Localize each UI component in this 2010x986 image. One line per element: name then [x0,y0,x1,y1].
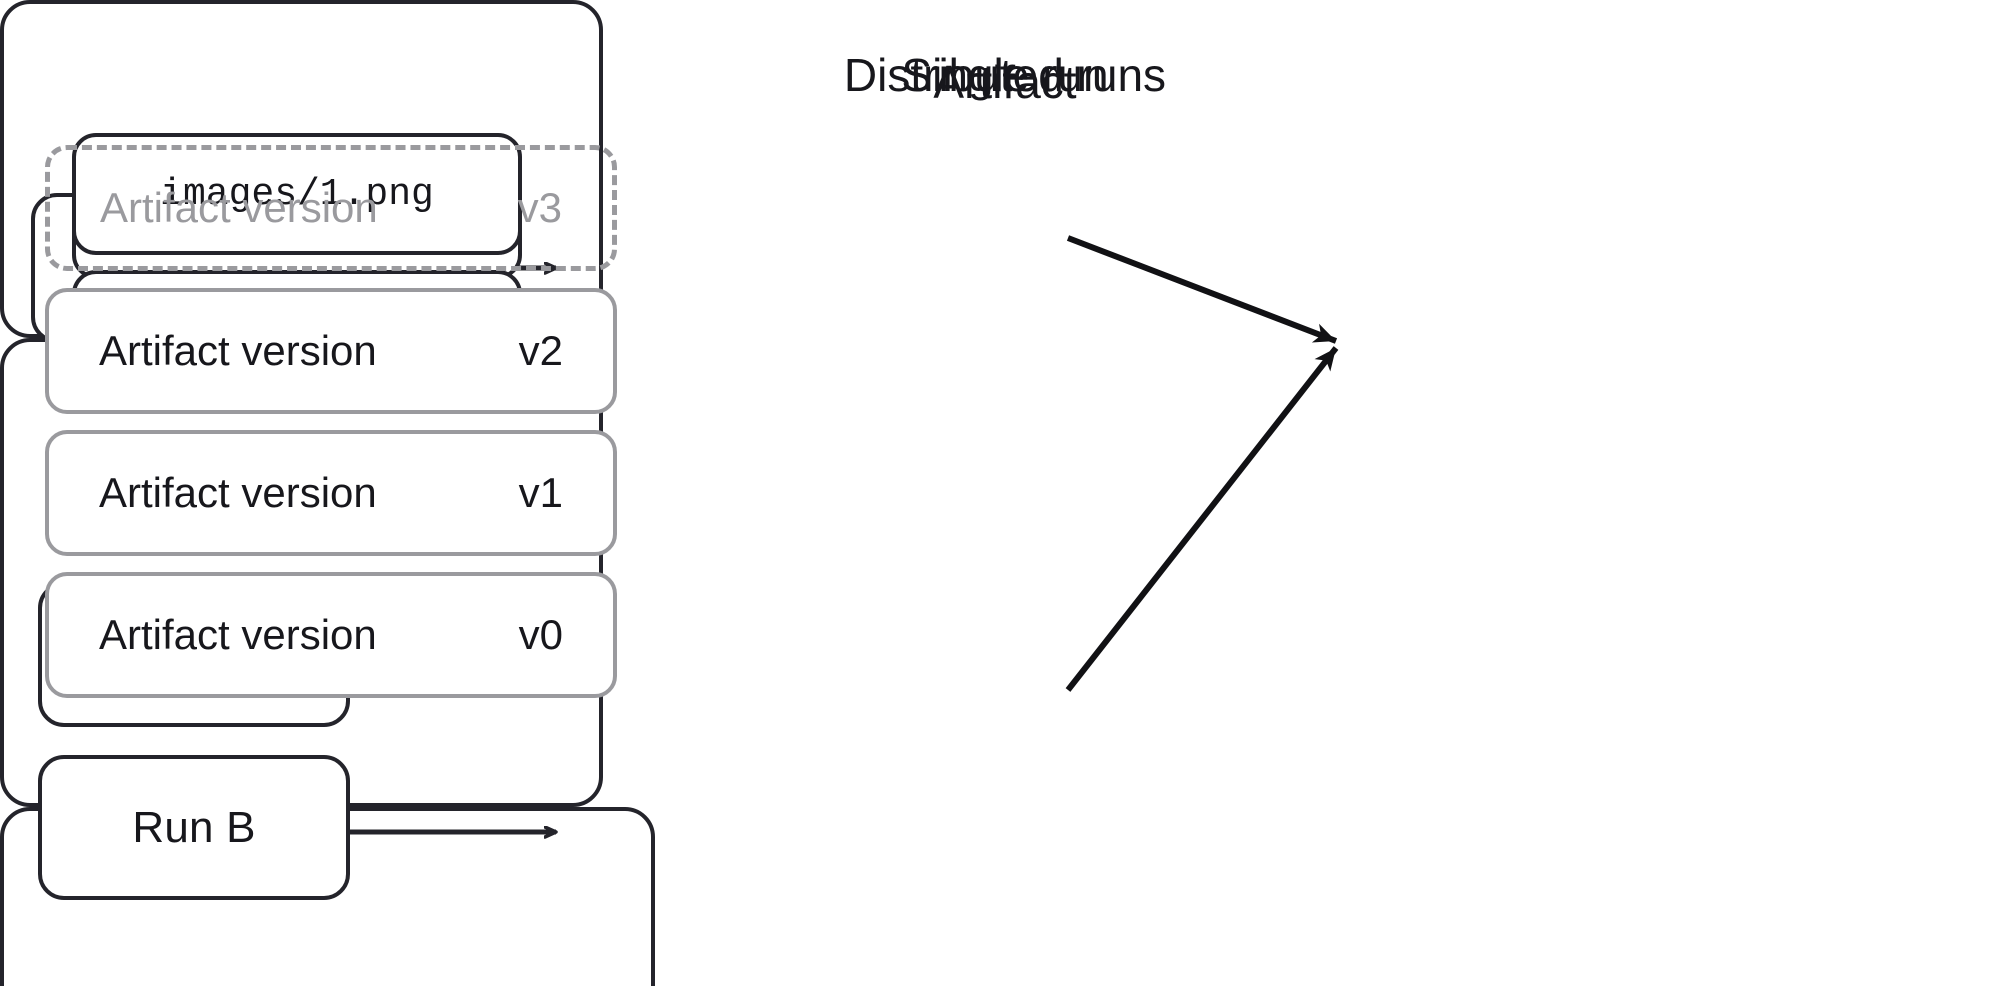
artifact-version-v1-label: Artifact version [99,469,377,516]
run-node-b[interactable]: Run B [38,755,350,900]
group-single-run-title: Single run [901,49,1109,101]
connector-distributed-runs-to-v3 [1065,346,1339,692]
artifact-version-v0-tag: v0 [518,611,563,658]
connector-single-run-to-v3 [1066,235,1338,344]
run-node-b-label: Run B [132,802,256,852]
artifact-version-v2-label: Artifact version [99,327,377,374]
artifact-version-v2[interactable]: Artifact version v2 [45,288,617,414]
artifact-version-v2-tag: v2 [518,327,563,374]
artifact-panel-title: Artifact [933,56,1077,108]
file-node-distributed-1-path: images/1.png [160,172,434,216]
artifact-version-v1[interactable]: Artifact version v1 [45,430,617,556]
artifact-version-v1-tag: v1 [518,469,563,516]
artifact-version-v3[interactable]: Artifact version v3 [45,145,617,271]
artifact-version-v3-label: Artifact version [100,184,378,231]
artifact-version-v3-tag: v3 [517,184,562,231]
group-distributed-runs-title: Distributed runs [843,49,1167,101]
file-node-distributed-1[interactable]: images/1.png [72,133,522,255]
artifact-version-v0-label: Artifact version [99,611,377,658]
artifact-version-v0[interactable]: Artifact version v0 [45,572,617,698]
